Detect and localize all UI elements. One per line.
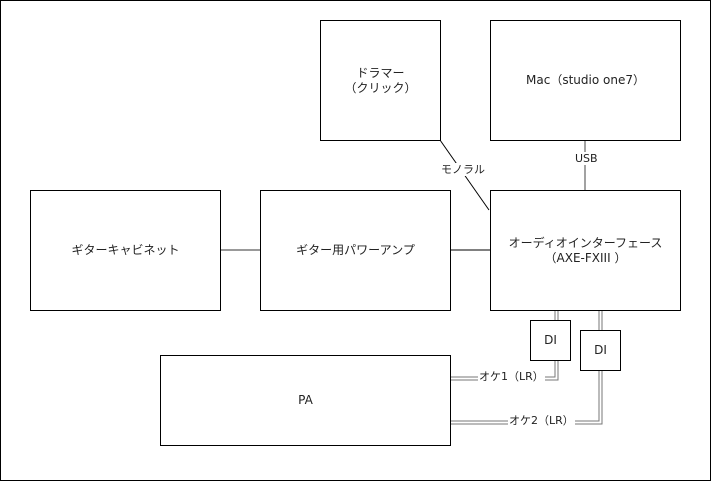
node-power-amp[interactable]: ギター用パワーアンプ — [260, 190, 451, 311]
node-drummer[interactable]: ドラマー （クリック） — [320, 20, 441, 141]
node-drummer-label: ドラマー — [356, 65, 405, 80]
edge-di2-pa — [450, 370, 603, 425]
node-audio-interface-label: オーディオインターフェース — [508, 235, 663, 250]
node-guitar-cabinet[interactable]: ギターキャビネット — [30, 190, 221, 311]
edge-interface-di1 — [554, 310, 559, 320]
node-audio-interface[interactable]: オーディオインターフェース （AXE-FXIII ） — [490, 190, 681, 311]
edge-label-mono: モノラル — [440, 163, 486, 176]
edge-label-oke2: オケ2（LR） — [508, 414, 575, 427]
node-mac-label: Mac（studio one7） — [526, 73, 645, 87]
node-pa-label: PA — [298, 393, 313, 407]
node-di-2[interactable]: DI — [580, 330, 621, 371]
node-guitar-cabinet-label: ギターキャビネット — [71, 243, 180, 257]
edge-interface-di2 — [598, 310, 603, 330]
node-di-2-label: DI — [594, 343, 607, 357]
edge-label-usb: USB — [574, 152, 599, 165]
node-mac[interactable]: Mac（studio one7） — [490, 20, 681, 141]
node-pa[interactable]: PA — [160, 355, 451, 446]
node-audio-interface-sublabel: （AXE-FXIII ） — [544, 250, 627, 265]
node-drummer-sublabel: （クリック） — [344, 80, 417, 95]
node-power-amp-label: ギター用パワーアンプ — [296, 243, 415, 257]
node-di-1-label: DI — [544, 333, 557, 347]
edge-label-oke1: オケ1（LR） — [478, 370, 545, 383]
node-di-1[interactable]: DI — [530, 320, 571, 361]
